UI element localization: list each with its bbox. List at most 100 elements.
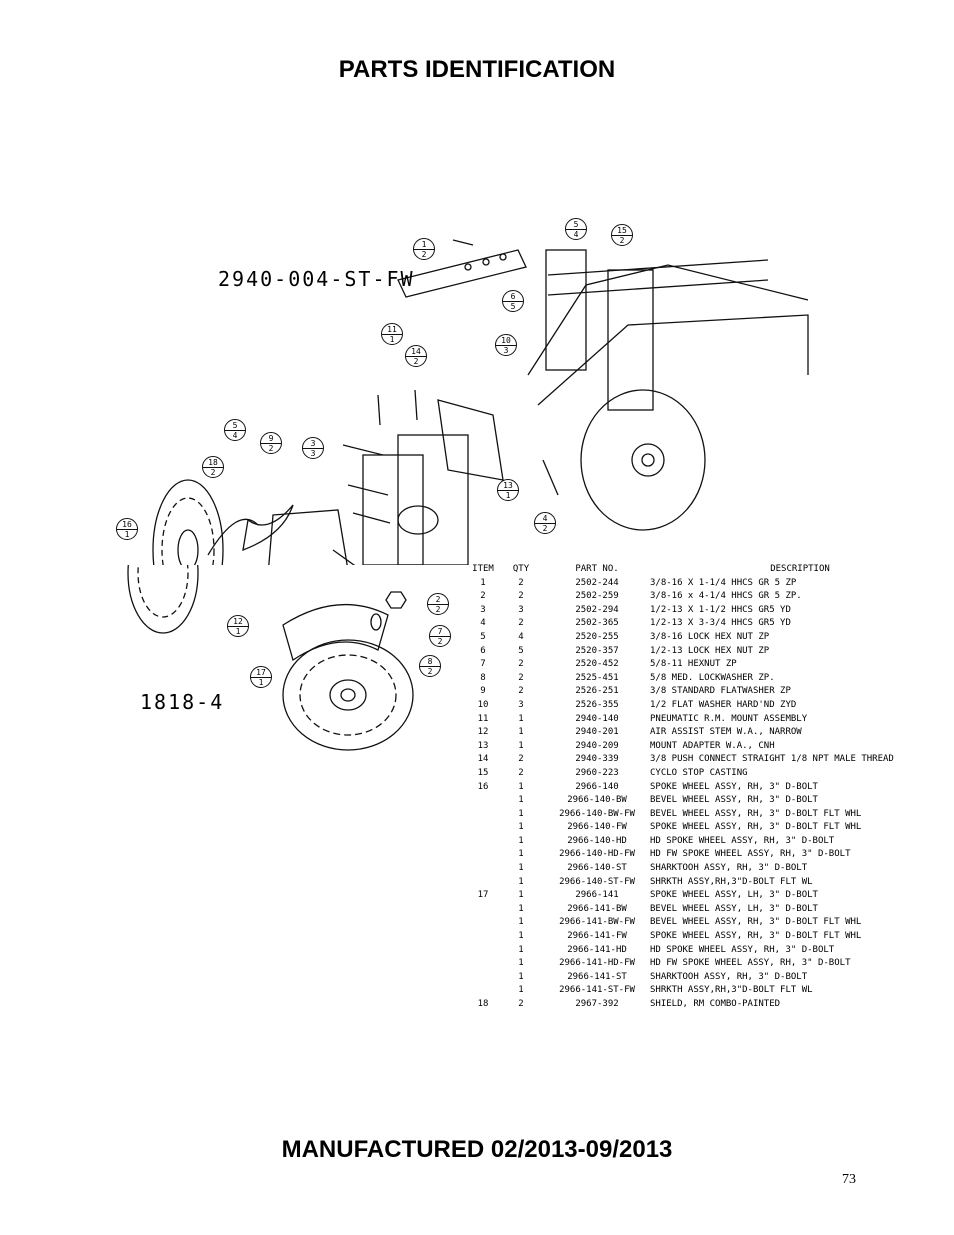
- description: SPOKE WHEEL ASSY, LH, 3" D-BOLT: [650, 890, 818, 901]
- header-qty: QTY: [512, 564, 530, 574]
- description: HD FW SPOKE WHEEL ASSY, RH, 3" D-BOLT: [650, 958, 851, 969]
- callout-item-number: 6: [503, 292, 523, 302]
- item-number: 12: [477, 727, 489, 738]
- callout-item-number: 11: [382, 325, 402, 335]
- description: 3/8-16 x 4-1/4 HHCS GR 5 ZP.: [650, 591, 802, 602]
- callout-item-number: 16: [117, 520, 137, 530]
- part-number: 2966-141: [575, 890, 619, 901]
- part-number: 2940-140: [575, 713, 619, 724]
- header-part-no: PART NO.: [575, 564, 619, 574]
- part-number: 2966-141-FW: [567, 931, 627, 942]
- part-number: 2960-223: [575, 767, 619, 778]
- callout-quantity: 4: [232, 430, 238, 440]
- quantity: 1: [518, 740, 524, 751]
- quantity: 1: [518, 727, 524, 738]
- bolts: [332, 239, 559, 565]
- description: MOUNT ADAPTER W.A., CNH: [650, 740, 775, 751]
- part-number: 2502-244: [575, 577, 619, 588]
- quantity: 1: [518, 985, 524, 996]
- part-number: 2520-357: [575, 645, 619, 656]
- part-number: 2966-141-BW: [567, 903, 627, 914]
- description: SHIELD, RM COMBO-PAINTED: [650, 999, 781, 1009]
- callout-quantity: 2: [435, 604, 441, 614]
- callout-quantity: 5: [510, 301, 516, 311]
- callout-quantity: 3: [310, 448, 316, 458]
- description: PNEUMATIC R.M. MOUNT ASSEMBLY: [650, 713, 808, 724]
- callout-quantity: 2: [542, 523, 548, 533]
- quantity: 1: [518, 835, 524, 846]
- callout-item-number: 7: [430, 627, 450, 637]
- item-number: 10: [477, 699, 489, 710]
- description: 1/2 FLAT WASHER HARD'ND ZYD: [650, 699, 797, 710]
- item-number: [468, 876, 498, 890]
- quantity: 2: [518, 767, 524, 778]
- part-number: 2966-141-ST-FW: [559, 985, 635, 996]
- quantity: 4: [518, 631, 524, 642]
- description: BEVEL WHEEL ASSY, LH, 3" D-BOLT: [650, 903, 818, 914]
- quantity: 1: [518, 808, 524, 819]
- quantity: 2: [518, 672, 524, 683]
- quantity: 1: [518, 958, 524, 969]
- item-number: [468, 957, 498, 971]
- part-number: 2940-209: [575, 740, 619, 751]
- parts-table-header: ITEM QTY PART NO. DESCRIPTION: [468, 563, 920, 577]
- description: CYCLO STOP CASTING: [650, 767, 748, 778]
- quantity: 2: [518, 577, 524, 588]
- callout-quantity: 2: [427, 666, 433, 676]
- header-description: DESCRIPTION: [770, 564, 830, 574]
- quantity: 2: [518, 686, 524, 697]
- item-number: 4: [480, 618, 486, 629]
- callout-item-number: 4: [535, 514, 555, 524]
- part-number: 2520-255: [575, 631, 619, 642]
- quantity: 1: [518, 971, 524, 982]
- callout-item-number: 12: [228, 617, 248, 627]
- item-number: [468, 862, 498, 876]
- callout-item-number: 14: [406, 347, 426, 357]
- quantity: 1: [518, 944, 524, 955]
- callout-item-number: 2: [428, 595, 448, 605]
- part-number: 2967-392: [575, 999, 619, 1009]
- item-number: [468, 930, 498, 944]
- description: BEVEL WHEEL ASSY, RH, 3" D-BOLT: [650, 795, 818, 806]
- description: HD FW SPOKE WHEEL ASSY, RH, 3" D-BOLT: [650, 849, 851, 860]
- part-number: 2520-452: [575, 659, 619, 670]
- part-number: 2940-339: [575, 754, 619, 765]
- item-number: [468, 944, 498, 958]
- part-number: 2502-259: [575, 591, 619, 602]
- part-number: 2526-355: [575, 699, 619, 710]
- disc-opener: [580, 389, 706, 531]
- callout-quantity: 1: [389, 334, 395, 344]
- description: SHRKTH ASSY,RH,3"D-BOLT FLT WL: [650, 876, 813, 887]
- part-number: 2966-140-ST-FW: [559, 876, 635, 887]
- quantity: 2: [518, 999, 524, 1009]
- item-number: 15: [477, 767, 489, 778]
- quantity: 1: [518, 876, 524, 887]
